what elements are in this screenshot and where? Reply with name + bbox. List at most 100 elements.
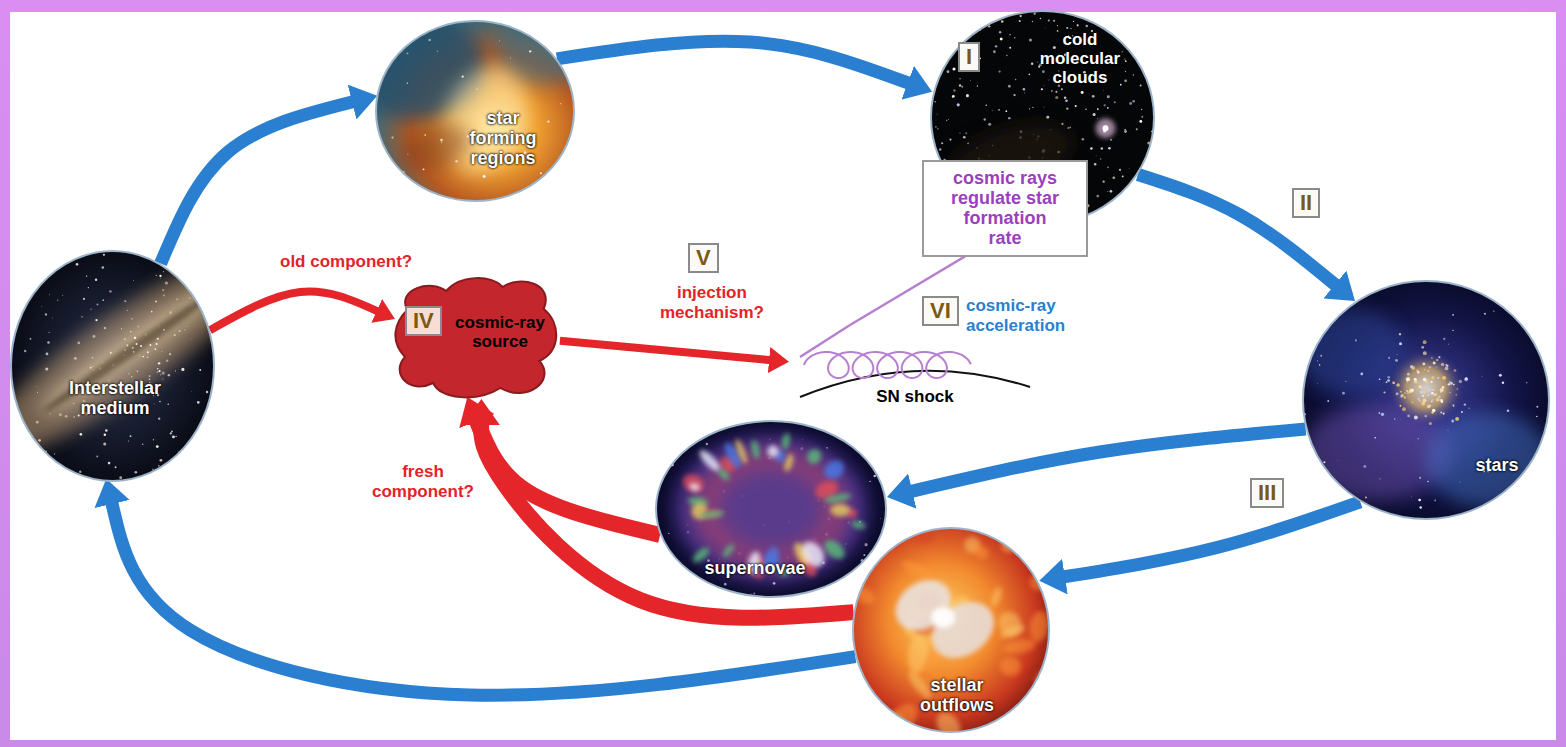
- star-dot: [133, 351, 134, 352]
- star-dot: [1067, 127, 1069, 129]
- star-dot: [168, 374, 170, 376]
- star-dot: [103, 254, 105, 256]
- star-dot: [1427, 394, 1429, 396]
- star-dot: [948, 119, 949, 120]
- star-dot: [52, 317, 54, 319]
- star-dot: [1542, 300, 1545, 303]
- star-dot: [1452, 314, 1454, 316]
- star-dot: [131, 318, 132, 319]
- star-dot: [1009, 34, 1010, 35]
- star-dot: [1106, 22, 1108, 24]
- flow-arrow: [1138, 174, 1336, 285]
- star-dot: [668, 533, 669, 534]
- star-dot: [1097, 117, 1099, 119]
- picture-patch: [830, 504, 851, 517]
- star-dot: [977, 85, 979, 87]
- star-dot: [1001, 20, 1003, 22]
- star-dot: [95, 319, 97, 321]
- star-dot: [864, 543, 867, 546]
- flow-arrow: [557, 41, 909, 83]
- star-dot: [187, 326, 189, 328]
- star-dot: [423, 168, 425, 170]
- star-dot: [103, 442, 106, 445]
- star-dot: [1149, 206, 1150, 207]
- star-dot: [150, 252, 152, 254]
- star-dot: [171, 431, 173, 433]
- star-dot: [1441, 363, 1444, 366]
- star-dot: [213, 251, 216, 254]
- star-dot: [1141, 116, 1143, 118]
- annotation-label: cosmic-ray acceleration: [966, 296, 1076, 335]
- star-dot: [967, 142, 969, 144]
- star-dot: [92, 357, 93, 358]
- picture-patch: [820, 457, 847, 484]
- star-dot: [428, 39, 431, 42]
- star-dot: [952, 68, 955, 71]
- star-dot: [1124, 79, 1127, 82]
- star-dot: [108, 462, 111, 465]
- star-dot: [1029, 108, 1030, 109]
- star-dot: [949, 139, 951, 141]
- callout-number: VI: [922, 296, 959, 326]
- picture-patch: [1013, 514, 1053, 549]
- star-dot: [1431, 411, 1433, 413]
- star-dot: [147, 351, 149, 353]
- star-dot: [163, 271, 164, 272]
- star-dot: [929, 75, 931, 77]
- star-dot: [181, 271, 182, 272]
- star-dot: [1423, 351, 1427, 355]
- picture-patch: [750, 439, 761, 459]
- star-dot: [1322, 509, 1325, 512]
- picture-patch: [856, 544, 865, 584]
- star-dot: [1394, 418, 1395, 419]
- star-dot: [1429, 422, 1432, 425]
- star-dot: [969, 80, 971, 82]
- star-dot: [1411, 496, 1413, 498]
- star-dot: [30, 338, 32, 340]
- star-dot: [198, 286, 201, 289]
- star-dot: [988, 25, 990, 27]
- star-dot: [1445, 364, 1447, 366]
- star-dot: [1051, 90, 1053, 92]
- star-dot: [999, 31, 1001, 33]
- star-dot: [476, 88, 477, 89]
- star-dot: [1119, 169, 1121, 171]
- star-dot: [1459, 481, 1461, 483]
- star-dot: [1008, 117, 1010, 119]
- star-dot: [1043, 106, 1045, 108]
- star-dot: [110, 352, 112, 354]
- star-dot: [1386, 381, 1388, 383]
- star-dot: [1330, 496, 1333, 499]
- star-dot: [199, 369, 201, 371]
- star-dot: [1456, 394, 1457, 395]
- star-dot: [1429, 388, 1432, 391]
- star-dot: [41, 306, 43, 308]
- star-dot: [201, 304, 203, 306]
- star-dot: [1104, 104, 1106, 106]
- circle-border: [376, 21, 574, 201]
- star-dot: [1374, 437, 1375, 438]
- star-dot: [181, 368, 184, 371]
- star-dot: [155, 301, 157, 303]
- star-dot: [1419, 400, 1420, 401]
- circle-border: [1303, 281, 1549, 519]
- star-dot: [1141, 109, 1142, 110]
- star-dot: [189, 268, 191, 270]
- star-dot: [142, 444, 143, 445]
- star-dot: [495, 169, 497, 171]
- star-dot: [1114, 29, 1116, 31]
- star-dot: [1432, 399, 1434, 401]
- star-dot: [1404, 392, 1406, 394]
- star-dot: [1077, 24, 1079, 26]
- flow-arrow: [210, 291, 378, 330]
- callout-number: I: [958, 42, 980, 72]
- star-dot: [1107, 107, 1109, 109]
- star-dot: [1379, 412, 1381, 414]
- star-dot: [1128, 168, 1130, 170]
- star-dot: [144, 254, 146, 256]
- star-dot: [1411, 366, 1415, 370]
- picture-patch: [733, 438, 749, 465]
- star-dot: [1152, 42, 1154, 44]
- star-dot: [90, 367, 92, 369]
- picture-patch: [721, 542, 736, 559]
